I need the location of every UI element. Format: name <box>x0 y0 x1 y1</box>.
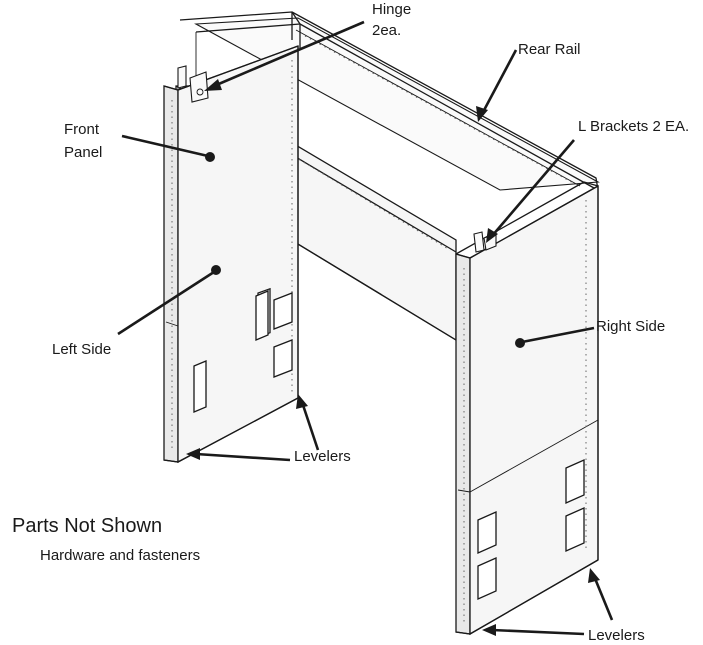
left-side-label: Left Side <box>52 341 111 358</box>
leader-hinge <box>204 20 365 91</box>
hinge-label-line1: Hinge <box>372 1 411 18</box>
leader-l-brackets <box>486 139 575 243</box>
back-post <box>291 12 301 48</box>
rear-rail-label: Rear Rail <box>518 41 581 58</box>
hinge-icon <box>177 65 209 103</box>
right-side-panel <box>455 181 599 636</box>
leader-levelers-right <box>482 568 614 636</box>
hinge-label-line2: 2ea. <box>372 22 401 39</box>
parts-not-shown-detail: Hardware and fasteners <box>40 547 200 564</box>
leader-levelers-left <box>186 394 320 462</box>
leader-left-side <box>117 265 221 336</box>
l-brackets-label: L Brackets 2 EA. <box>578 118 689 135</box>
front-panel-label-line1: Front <box>64 121 100 138</box>
parts-not-shown-heading: Parts Not Shown <box>12 515 162 537</box>
leader-front-panel <box>121 134 215 162</box>
leader-rear-rail <box>476 49 518 122</box>
leader-right-side <box>515 326 595 348</box>
right-side-label: Right Side <box>596 318 665 335</box>
levelers-right-label: Levelers <box>588 627 645 644</box>
left-side-panel <box>163 45 299 464</box>
levelers-left-label: Levelers <box>294 448 351 465</box>
front-panel-label-line2: Panel <box>64 144 102 161</box>
